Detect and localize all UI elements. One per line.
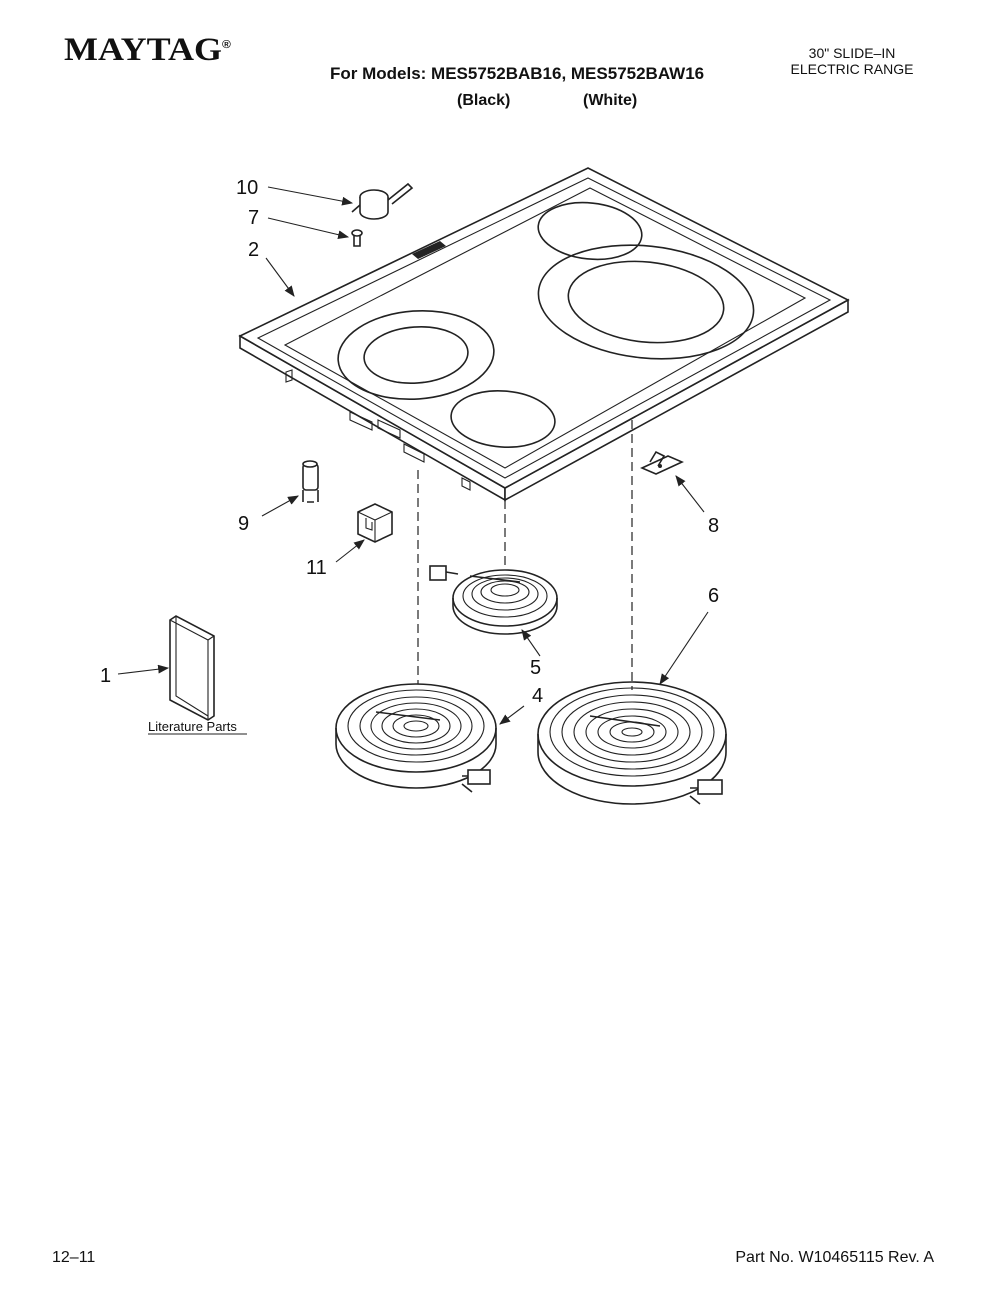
leader-6 — [659, 611, 709, 685]
callout-1: 1 — [100, 665, 111, 687]
product-type-line2: ELECTRIC RANGE — [790, 61, 914, 77]
leader-4 — [499, 705, 525, 725]
leader-7 — [267, 217, 350, 239]
burner-ring-right-inner — [567, 260, 725, 344]
footer-part-number: Part No. W10465115 Rev. A — [735, 1249, 934, 1266]
burner-ring-front-left-outer — [337, 309, 495, 401]
brand-logo: MAYTAG® — [64, 30, 231, 68]
callout-10: 10 — [236, 177, 258, 199]
part-9-switch — [302, 460, 319, 503]
callout-8: 8 — [708, 515, 719, 537]
part-5-small-element — [429, 565, 558, 635]
burner-ring-front-center — [450, 390, 556, 448]
callout-11: 11 — [306, 557, 327, 579]
part-1-literature — [169, 615, 215, 721]
part-11-block — [357, 503, 393, 543]
burner-ring-back-left — [537, 201, 643, 261]
callout-4: 4 — [532, 685, 543, 707]
part-8-bracket — [640, 450, 684, 475]
leader-10 — [267, 186, 354, 206]
part-4-element — [335, 683, 497, 793]
leader-1 — [117, 664, 170, 675]
variant-white: (White) — [583, 92, 638, 109]
footer-date: 12–11 — [52, 1249, 96, 1266]
cooktop-glass — [238, 167, 850, 502]
callout-6: 6 — [708, 585, 719, 607]
variant-black: (Black) — [457, 92, 511, 109]
part-6-element — [537, 681, 727, 805]
callout-7: 7 — [248, 207, 259, 229]
registered-mark: ® — [222, 38, 231, 51]
burner-ring-front-left-inner — [363, 326, 469, 384]
callout-9: 9 — [238, 513, 249, 535]
leader-2 — [265, 257, 295, 297]
models-line: For Models: MES5752BAB16, MES5752BAW16 — [330, 64, 705, 83]
brand-name: MAYTAG — [64, 31, 223, 67]
product-type: 30" SLIDE–IN ELECTRIC RANGE — [772, 45, 932, 77]
part-10-limiter — [351, 182, 414, 220]
product-type-line1: 30" SLIDE–IN — [808, 45, 896, 61]
leader-8 — [675, 475, 705, 513]
literature-parts-label: Literature Parts — [148, 719, 237, 734]
part-7-screw — [351, 229, 363, 247]
burner-ring-right-outer — [537, 244, 755, 360]
callout-5: 5 — [530, 657, 541, 679]
leader-5 — [521, 629, 541, 657]
indicator-window — [412, 241, 446, 259]
callout-2: 2 — [248, 239, 259, 261]
leader-11 — [335, 539, 365, 563]
leader-9 — [261, 495, 299, 517]
